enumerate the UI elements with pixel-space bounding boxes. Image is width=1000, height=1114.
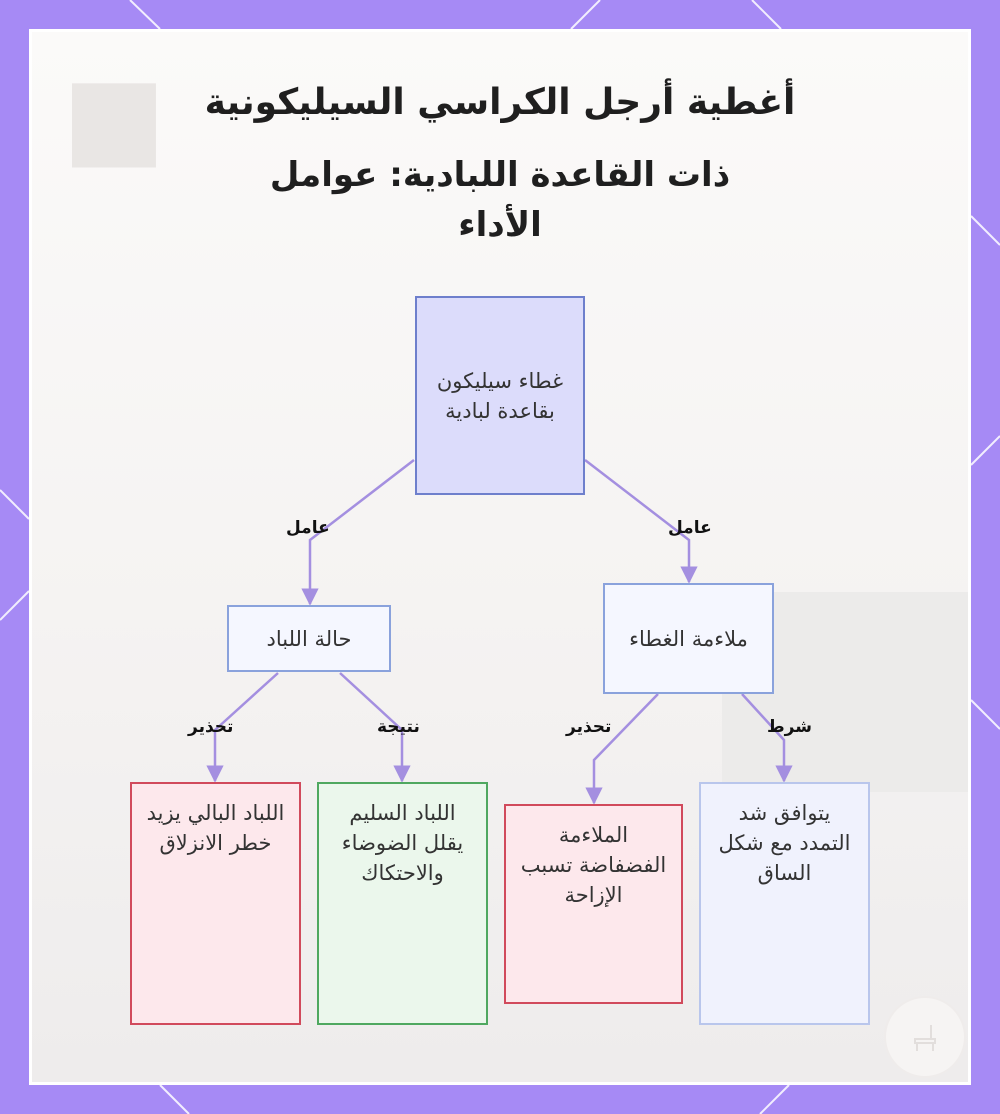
edge-label-warning-right: تحذير	[566, 717, 612, 737]
node-loose-fit-label: الملاءمة الفضفاضة تسبب الإزاحة	[520, 823, 667, 907]
background-ghost-shape: ■	[62, 52, 166, 180]
node-silicone-cover: غطاء سيليكون بقاعدة لبادية	[415, 296, 585, 495]
node-silicone-cover-label: غطاء سيليكون بقاعدة لبادية	[436, 368, 564, 423]
node-cover-fit-label: ملاءمة الغطاء	[629, 626, 748, 651]
node-felt-condition: حالة اللباد	[227, 605, 391, 672]
edge-label-factor-left: عامل	[286, 518, 330, 538]
node-cover-fit: ملاءمة الغطاء	[603, 583, 774, 694]
watermark-logo	[884, 996, 966, 1078]
node-stretch-fit-label: يتوافق شد التمدد مع شكل الساق	[718, 801, 851, 885]
node-loose-fit: الملاءمة الفضفاضة تسبب الإزاحة	[504, 804, 683, 1004]
edge-label-result: نتيجة	[377, 717, 420, 737]
edge-label-factor-right: عامل	[668, 518, 712, 538]
node-stretch-fit: يتوافق شد التمدد مع شكل الساق	[699, 782, 870, 1025]
node-intact-felt-label: اللباد السليم يقلل الضوضاء والاحتكاك	[341, 801, 464, 885]
node-felt-condition-label: حالة اللباد	[266, 626, 352, 651]
node-intact-felt: اللباد السليم يقلل الضوضاء والاحتكاك	[317, 782, 488, 1025]
node-worn-felt: اللباد البالي يزيد خطر الانزلاق	[130, 782, 301, 1025]
node-worn-felt-label: اللباد البالي يزيد خطر الانزلاق	[146, 801, 285, 855]
diagram-title-line-2: ذات القاعدة اللبادية: عوامل	[269, 155, 731, 195]
chair-icon	[914, 1025, 936, 1051]
diagram-title-line-1: أغطية أرجل الكراسي السيليكونية	[204, 82, 796, 123]
diagram-title-line-3: الأداء	[458, 205, 542, 245]
edge-label-condition: شرط	[767, 717, 812, 737]
edge-label-warning-left: تحذير	[188, 717, 234, 737]
